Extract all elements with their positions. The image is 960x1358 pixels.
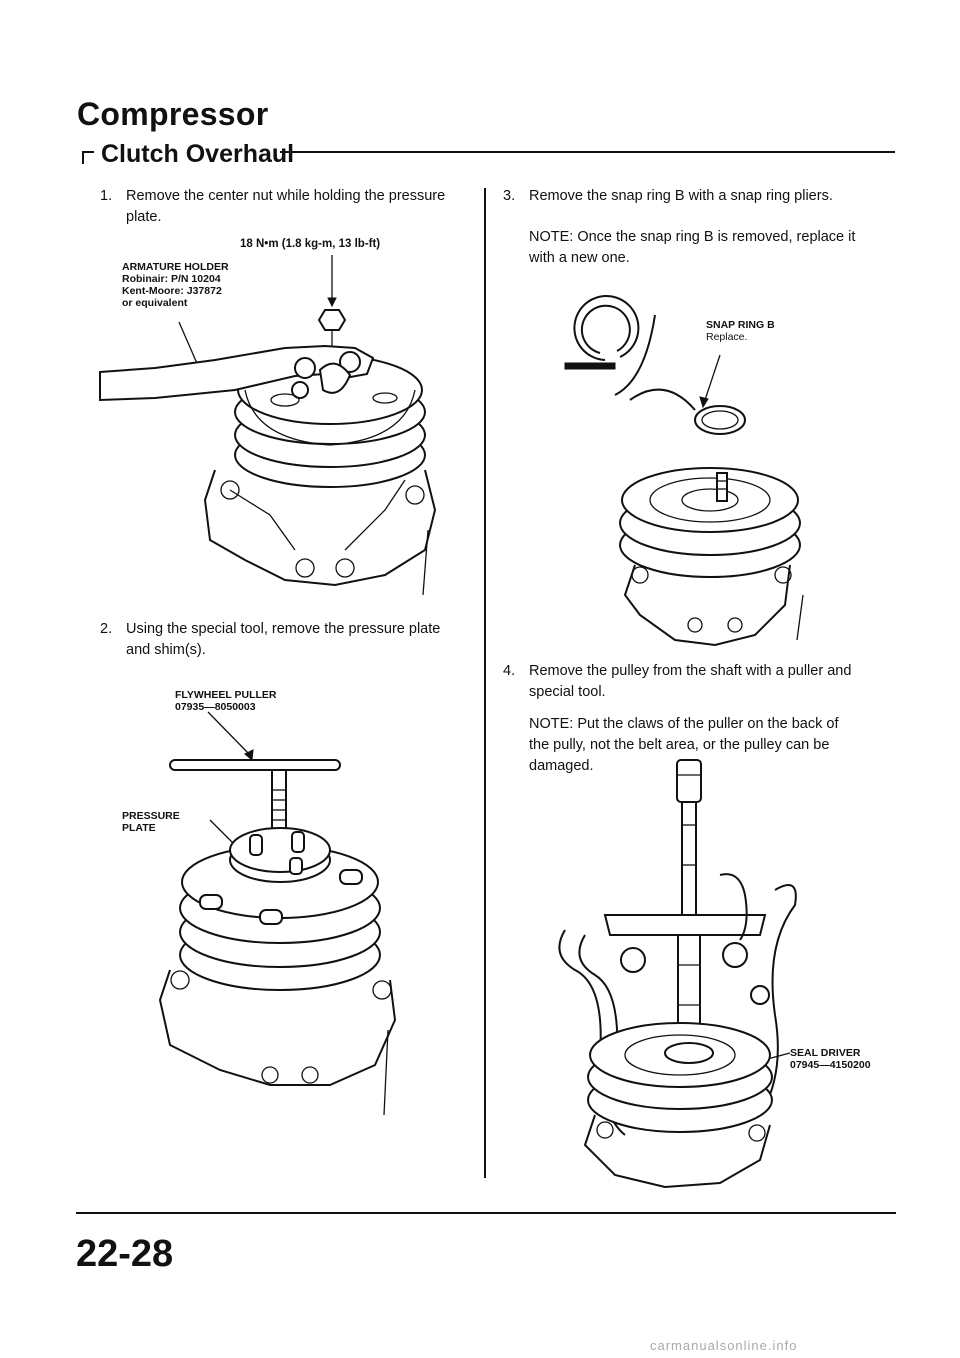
step-2-line-2: and shim(s). (126, 642, 206, 658)
figure-flywheel-puller (158, 711, 397, 1116)
watermark: carmanualsonline.info (650, 1338, 798, 1353)
snap-ring-line-1: SNAP RING B (706, 319, 775, 331)
seal-driver-label: SEAL DRIVER 07945—4150200 (790, 1047, 871, 1071)
step-4-note-line-1: NOTE: Put the claws of the puller on the… (529, 716, 839, 732)
seal-driver-line-1: SEAL DRIVER (790, 1047, 861, 1059)
flywheel-puller-label: FLYWHEEL PULLER 07935—8050003 (175, 689, 277, 713)
step-1-number: 1. (100, 188, 113, 204)
page-number: 22-28 (76, 1233, 174, 1275)
flywheel-puller-line-1: FLYWHEEL PULLER (175, 689, 277, 701)
pressure-plate-label: PRESSURE PLATE (122, 810, 180, 834)
step-3-note: NOTE: Once the snap ring B is removed, r… (529, 227, 889, 271)
armature-holder-line-2: Robinair: P/N 10204 (122, 273, 221, 285)
figure-snap-ring (564, 295, 804, 647)
armature-holder-line-4: or equivalent (122, 297, 188, 309)
step-4-note-line-2: the pully, not the belt area, or the pul… (529, 737, 830, 753)
step-3: 3. Remove the snap ring B with a snap ri… (503, 186, 883, 208)
figure-pulley-puller (558, 759, 797, 1189)
snap-ring-label: SNAP RING B Replace. (706, 319, 775, 343)
section-subtitle: Clutch Overhaul (101, 140, 295, 168)
step-2-number: 2. (100, 621, 113, 637)
section-rule (280, 151, 895, 153)
flywheel-puller-line-2: 07935—8050003 (175, 701, 256, 713)
step-4-line-2: special tool. (529, 684, 606, 700)
step-1-line-2: plate. (126, 209, 162, 225)
armature-holder-line-3: Kent-Moore: J37872 (122, 285, 222, 297)
step-4-number: 4. (503, 663, 516, 679)
armature-holder-label: ARMATURE HOLDER Robinair: P/N 10204 Kent… (122, 261, 229, 309)
pressure-plate-line-2: PLATE (122, 822, 156, 834)
step-1-line-1: Remove the center nut while holding the … (126, 188, 446, 204)
page-title: Compressor (77, 96, 269, 132)
section-rule-corner-vertical (82, 152, 84, 164)
step-4-note-line-3: damaged. (529, 758, 594, 774)
footer-rule (76, 1212, 896, 1214)
figure-armature-holder (99, 255, 437, 596)
step-4-note: NOTE: Put the claws of the puller on the… (529, 714, 889, 777)
seal-driver-line-2: 07945—4150200 (790, 1059, 871, 1071)
armature-holder-line-1: ARMATURE HOLDER (122, 261, 229, 273)
step-4: 4. Remove the pulley from the shaft with… (503, 661, 883, 705)
column-divider (484, 188, 486, 1178)
pressure-plate-line-1: PRESSURE (122, 810, 180, 822)
step-1: 1. Remove the center nut while holding t… (100, 186, 470, 230)
step-3-line-1: Remove the snap ring B with a snap ring … (529, 188, 833, 204)
snap-ring-line-2: Replace. (706, 331, 748, 343)
step-3-note-line-2: with a new one. (529, 250, 630, 266)
step-4-line-1: Remove the pulley from the shaft with a … (529, 663, 852, 679)
step-3-note-line-1: NOTE: Once the snap ring B is removed, r… (529, 229, 856, 245)
step-3-number: 3. (503, 188, 516, 204)
section-rule-corner (82, 151, 94, 153)
step-2: 2. Using the special tool, remove the pr… (100, 619, 470, 663)
step-2-line-1: Using the special tool, remove the press… (126, 621, 441, 637)
torque-spec-label: 18 N•m (1.8 kg-m, 13 lb-ft) (240, 238, 381, 250)
